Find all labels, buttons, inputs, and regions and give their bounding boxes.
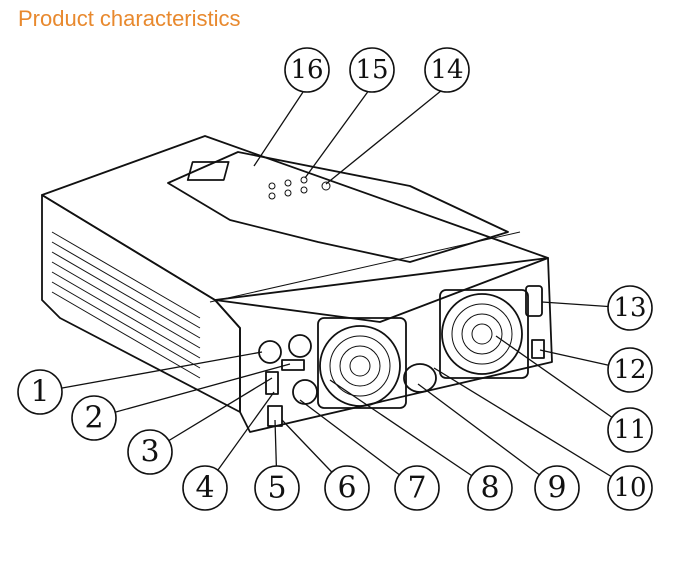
cable-grommet (403, 363, 437, 393)
callout-14: 14 (424, 47, 470, 93)
callout-label: 11 (613, 415, 646, 445)
callout-6: 6 (324, 465, 370, 511)
callout-label: 15 (355, 55, 388, 85)
callout-10: 10 (607, 465, 653, 511)
callout-label: 10 (613, 473, 646, 503)
callout-label: 3 (140, 435, 159, 470)
callout-7: 7 (394, 465, 440, 511)
side-vent (51, 231, 201, 379)
page-title: Product characteristics (18, 6, 241, 31)
callout-11: 11 (607, 407, 653, 453)
callout-label: 6 (337, 471, 356, 506)
rs232-port (281, 359, 305, 371)
callout-15: 15 (349, 47, 395, 93)
callout-12: 12 (607, 347, 653, 393)
callout-label: 1 (30, 375, 49, 410)
inverter-body (41, 135, 553, 433)
callout-label: 8 (480, 471, 499, 506)
fan-left (317, 317, 407, 409)
ac-socket (525, 285, 543, 317)
callout-5: 5 (254, 465, 300, 511)
callout-label: 12 (613, 355, 646, 385)
callout-4: 4 (182, 465, 228, 511)
callout-16: 16 (284, 47, 330, 93)
callout-label: 2 (84, 401, 103, 436)
callout-2: 2 (71, 395, 117, 441)
lcd-screen (186, 161, 230, 181)
callout-label: 7 (407, 471, 426, 506)
callout-13: 13 (607, 285, 653, 331)
callout-label: 5 (267, 471, 286, 506)
callout-label: 14 (430, 55, 463, 85)
callout-label: 16 (290, 55, 323, 85)
callout-label: 9 (547, 471, 566, 506)
breaker (531, 339, 545, 359)
battery-connector (292, 379, 318, 405)
usb-port (265, 371, 279, 395)
callout-3: 3 (127, 429, 173, 475)
callout-label: 13 (613, 293, 646, 323)
callout-9: 9 (534, 465, 580, 511)
callout-1: 1 (17, 369, 63, 415)
callout-8: 8 (467, 465, 513, 511)
port-1 (258, 340, 282, 364)
fan-right (439, 289, 529, 379)
control-buttons (268, 176, 331, 200)
port-2 (288, 334, 312, 358)
callout-label: 4 (195, 471, 214, 506)
